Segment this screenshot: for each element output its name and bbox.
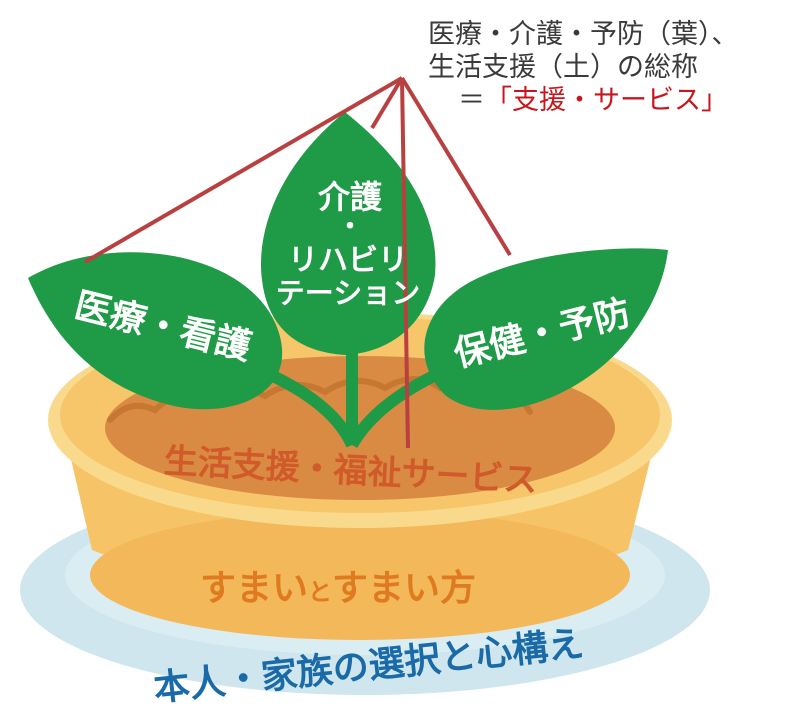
callout-line-right-leaf [400,76,512,257]
caption-equals: ＝ [458,85,485,116]
leaf-center-label-3: リハビリ [288,243,408,278]
leaf-center-label-4: テーション [276,276,420,310]
pot-label: すまいとすまい方 [200,568,476,609]
pot-label-part2: と [308,578,332,606]
leaf-center [261,112,436,355]
leaf-center-label-1: 介護 [317,178,383,216]
pot-label-part1: すまい [200,568,308,609]
leaf-left [28,252,283,410]
callout-line-center-leaf [370,76,404,130]
caption-line-2: 生活支援（土）の総称 [428,52,698,83]
caption-highlight: 「支援・サービス」 [485,85,728,116]
callout-line-soil [400,77,410,449]
leaf-right [424,248,668,410]
callout-lines [83,76,512,449]
summary-caption: 医療・介護・予防（葉）、 生活支援（土）の総称 ＝「支援・サービス」 [428,18,788,117]
pot-bottom-shade [90,510,630,640]
leaf-center-label-2: ・ [337,212,363,242]
caption-line-3: ＝「支援・サービス」 [428,84,788,117]
pot-label-part3: すまい方 [332,568,476,609]
callout-line-left-leaf [83,76,404,264]
caption-line-1: 医療・介護・予防（葉）、 [428,19,739,50]
